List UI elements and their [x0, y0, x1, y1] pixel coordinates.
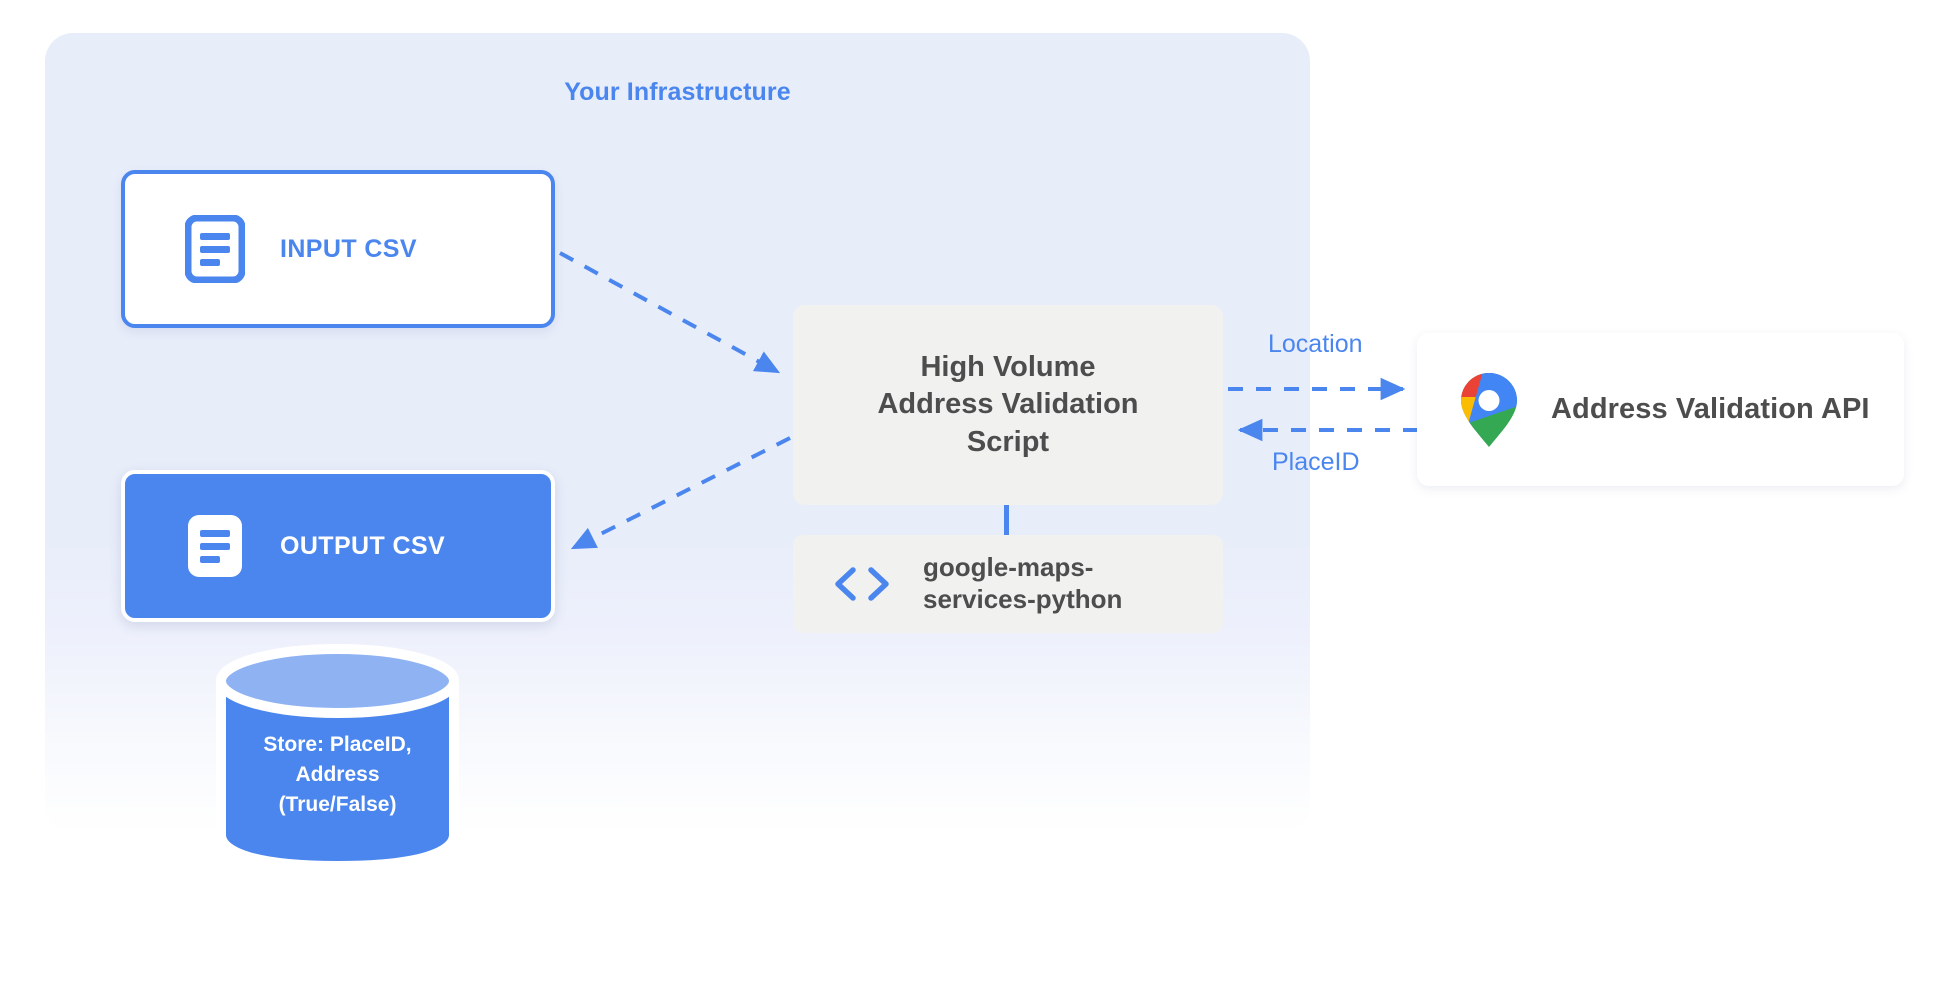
script-line-2: Address Validation [877, 388, 1139, 421]
document-icon [185, 215, 245, 283]
database-cylinder-icon[interactable] [215, 643, 460, 873]
your-infrastructure-title: Your Infrastructure [564, 78, 791, 106]
script-line-3: Script [966, 425, 1050, 458]
output-csv-label: OUTPUT CSV [280, 531, 446, 560]
edge-label-placeid: PlaceID [1272, 448, 1360, 476]
output-csv-node[interactable]: OUTPUT CSV [121, 470, 555, 622]
address-validation-api-label: Address Validation API [1551, 393, 1870, 425]
document-icon [188, 515, 242, 577]
script-line-1: High Volume [920, 351, 1096, 384]
library-node[interactable]: google-maps- services-python [793, 535, 1223, 633]
google-maps-pin-icon [1461, 372, 1517, 447]
script-library-connector [1004, 505, 1009, 535]
input-csv-label: INPUT CSV [280, 234, 417, 263]
input-csv-node[interactable]: INPUT CSV [121, 170, 555, 328]
library-line-1: google-maps- [923, 552, 1094, 583]
code-brackets-icon [835, 567, 889, 601]
script-node[interactable]: High Volume Address Validation Script [793, 305, 1223, 505]
library-line-2: services-python [923, 584, 1123, 614]
edge-label-location: Location [1268, 330, 1363, 358]
address-validation-api-node[interactable]: Address Validation API [1417, 333, 1904, 486]
